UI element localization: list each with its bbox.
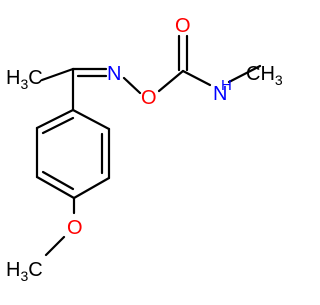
methyl-ketimine-label: H3C xyxy=(6,67,43,92)
bond-methyl-ketimine-carbon xyxy=(40,67,75,82)
n-methyl-label: CH3 xyxy=(246,63,283,88)
bond-ring-6 xyxy=(35,108,75,130)
bond-ring-1 xyxy=(71,108,111,131)
methoxy-label: H3C xyxy=(6,259,43,284)
bond-ring-4 xyxy=(35,175,76,200)
bond-o-carbonyl-carbon xyxy=(157,69,185,93)
molecule-drawing: H3C N O O N H CH3 H3C O xyxy=(6,15,283,284)
bond-ring-inner-b xyxy=(41,116,75,135)
bond-nitrogen-methyl xyxy=(227,64,262,84)
bond-carbonyl-carbon-nitrogen xyxy=(181,69,212,87)
bond-methoxy-oxygen-methyl xyxy=(44,235,66,257)
amide-nitrogen-label: N xyxy=(213,83,227,105)
amide-hydrogen-label: H xyxy=(221,77,232,94)
oxime-nitrogen-label: N xyxy=(107,63,121,85)
bond-ring-3 xyxy=(72,176,111,200)
atom-labels: H3C N O O N H CH3 H3C O xyxy=(6,15,283,284)
methoxy-oxygen-label: O xyxy=(67,217,83,239)
oxime-oxygen-label: O xyxy=(141,87,157,109)
carbonyl-oxygen-label: O xyxy=(175,15,191,37)
bond-ring-inner-c xyxy=(41,170,75,191)
bond-n-o xyxy=(122,76,142,95)
bonds xyxy=(35,34,262,257)
structure-canvas: H3C N O O N H CH3 H3C O xyxy=(6,15,283,284)
